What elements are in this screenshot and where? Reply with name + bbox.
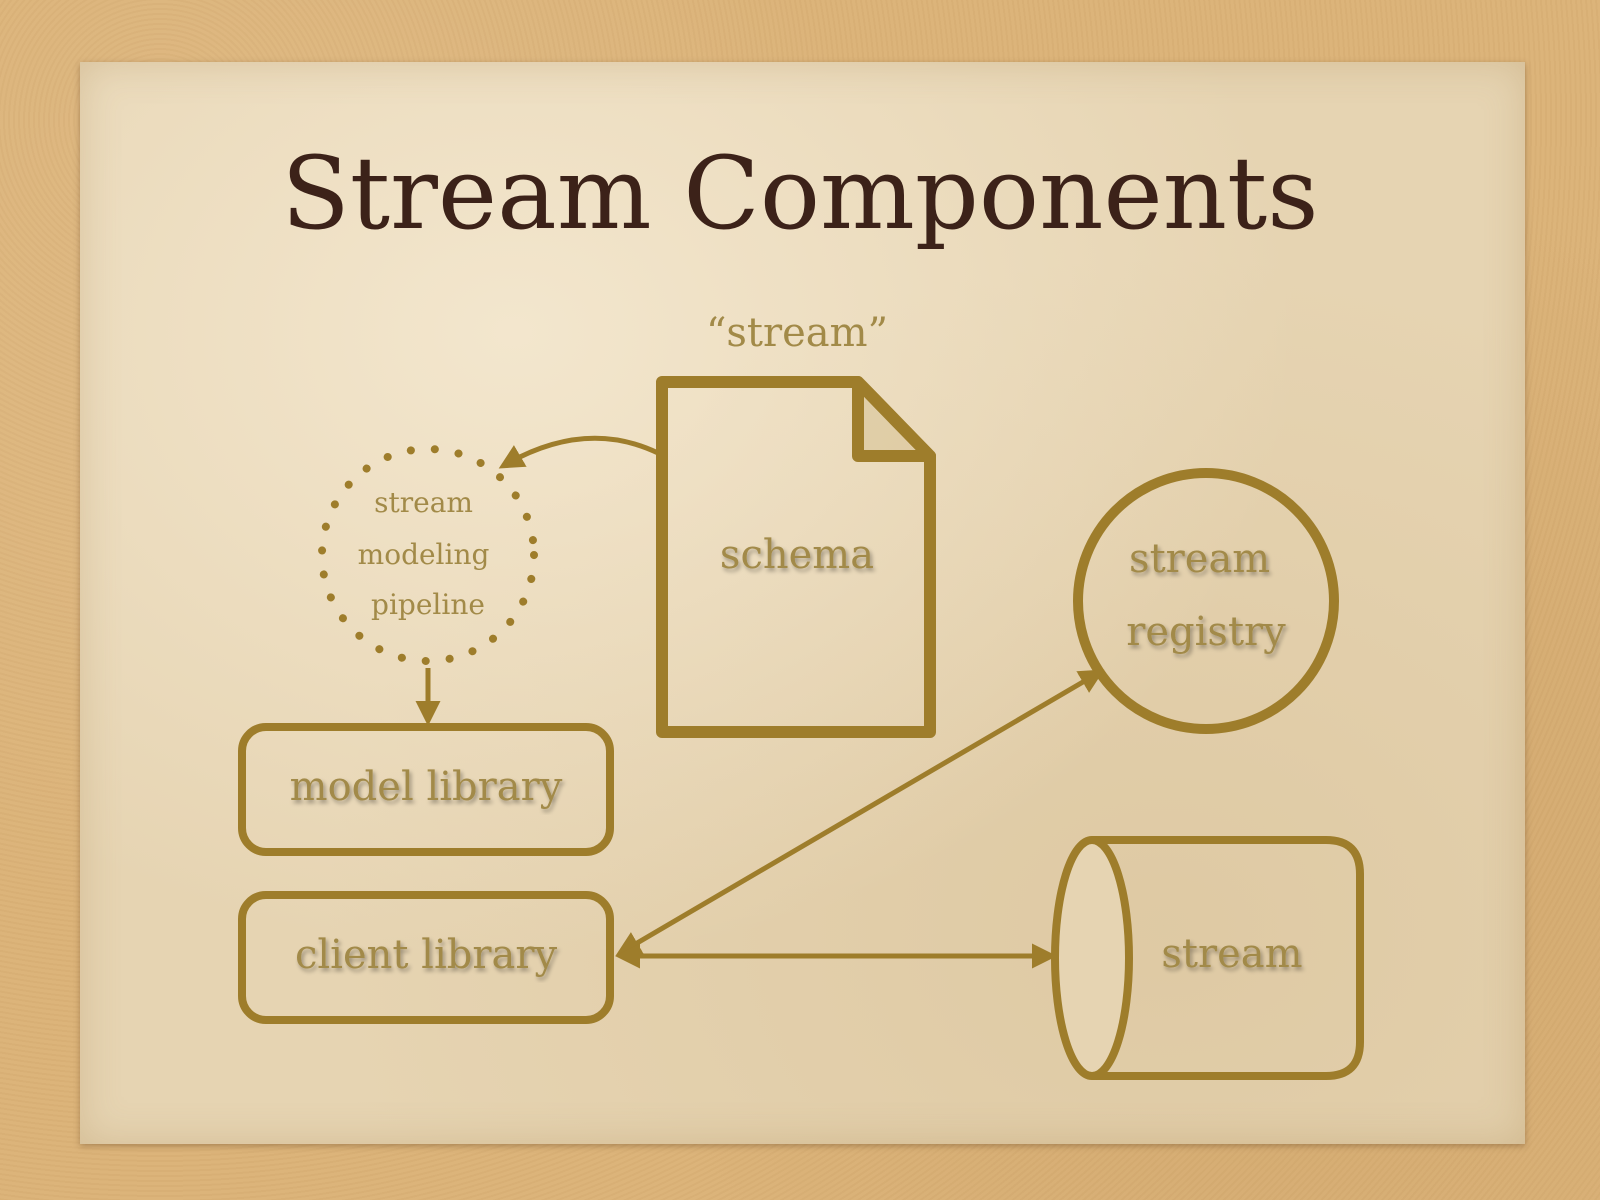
stream-label: stream bbox=[1161, 931, 1302, 977]
schema-label: schema bbox=[720, 532, 874, 578]
pipeline-label-line-1: stream bbox=[374, 486, 473, 519]
stream-registry-circle bbox=[1073, 468, 1339, 734]
schema-caption: “stream” bbox=[706, 310, 888, 356]
edge-client-library-to-stream-registry bbox=[615, 669, 1105, 956]
stream-registry-label-line-1: stream bbox=[1129, 536, 1270, 582]
pipeline-label-line-3: pipeline bbox=[371, 588, 485, 621]
stream-registry-label-line-2: registry bbox=[1126, 609, 1286, 655]
client-library-box bbox=[238, 891, 614, 1024]
paper-card bbox=[80, 62, 1525, 1144]
slide-title: Stream Components bbox=[281, 135, 1318, 252]
stream-registry-label: stream registry bbox=[1126, 536, 1286, 655]
pipeline-label: stream modeling pipeline bbox=[358, 486, 499, 621]
edge-schema-to-pipeline bbox=[498, 435, 660, 469]
pipeline-label-line-2: modeling bbox=[358, 538, 490, 571]
pipeline-dotted-circle bbox=[318, 445, 538, 665]
client-library-label: client library bbox=[295, 932, 557, 978]
model-library-label: model library bbox=[290, 764, 563, 810]
model-library-box bbox=[238, 723, 614, 856]
